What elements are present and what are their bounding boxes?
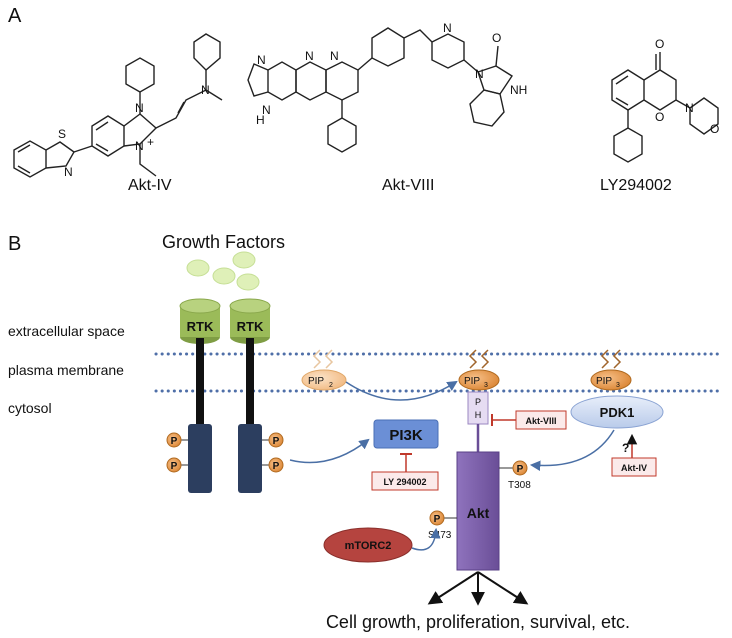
outcome-label: Cell growth, proliferation, survival, et… (326, 612, 630, 632)
pip3-subscript: 3 (616, 382, 620, 389)
compound-name-akt-iv: Akt-IV (128, 177, 172, 194)
s473-phosphate (429, 510, 445, 526)
atom-n: N (64, 165, 73, 179)
ly-inhibitor-box (371, 471, 439, 491)
atom-charge: + (147, 135, 154, 149)
region-membrane: plasma membrane (8, 362, 124, 378)
pdk1-ellipse (570, 395, 664, 429)
mtorc2-ellipse (323, 527, 413, 563)
growth-factor-ligand (212, 267, 236, 285)
phospho-label: P (171, 461, 178, 472)
pip3-subscript: 3 (484, 382, 488, 389)
phospho-label: P (434, 514, 441, 525)
growth-factor-ligand (232, 251, 256, 269)
atom-n: N (475, 67, 484, 81)
pip3-label: PIP (464, 376, 480, 387)
atom-n: N (443, 21, 452, 35)
t308-label: T308 (508, 480, 531, 491)
pip3-lipid (590, 349, 632, 391)
akt-viii-inhibitor-label: Akt-VIII (525, 416, 556, 426)
pip3-label: PIP (596, 376, 612, 387)
region-cytosol: cytosol (8, 400, 52, 416)
atom-h: H (256, 113, 265, 127)
ph-domain-letter: H (475, 410, 482, 420)
growth-factor-ligand (236, 273, 260, 291)
pip2-lipid (301, 349, 347, 391)
atom-s: S (58, 127, 66, 141)
output-arrow (427, 571, 479, 605)
output-arrow (477, 571, 529, 605)
panel-a-label: A (8, 5, 22, 27)
phospho-label: P (517, 464, 524, 475)
mtorc2-label: mTORC2 (345, 540, 392, 552)
atom-o: O (655, 37, 664, 51)
phospho-label: P (273, 436, 280, 447)
panel-b-label: B (8, 233, 21, 255)
akt-iv-inhibitor-box (611, 457, 657, 477)
rtk-label: RTK (237, 319, 264, 334)
t308-phosphate (512, 460, 528, 476)
s473-label: S473 (428, 530, 452, 541)
atom-o: O (655, 110, 664, 124)
pi3k-box (373, 419, 439, 449)
mtorc2-to-akt-arrow (411, 527, 441, 551)
akt-viii-inhibitor-box (515, 410, 567, 430)
rtk-receptor (229, 298, 271, 493)
atom-n: N (135, 101, 144, 115)
region-extracellular: extracellular space (8, 323, 125, 339)
compound-name-akt-viii: Akt-VIII (382, 177, 434, 194)
rtk-receptor (179, 298, 221, 493)
phospho-label: P (171, 436, 178, 447)
akt-iv-structure (13, 33, 223, 178)
growth-factor-ligand (186, 259, 210, 277)
atom-n: N (685, 101, 694, 115)
atom-n: N (135, 139, 144, 153)
rtk-label: RTK (187, 319, 214, 334)
pdk1-to-akt-arrow (529, 429, 615, 471)
rtk-to-pi3k-arrow (289, 438, 370, 464)
atom-n: N (262, 103, 271, 117)
pi3k-label: PI3K (389, 427, 423, 444)
atom-o: O (710, 122, 719, 136)
compound-name-ly294002: LY294002 (600, 177, 672, 194)
atom-n: N (201, 83, 210, 97)
pdk1-label: PDK1 (600, 405, 635, 420)
atom-o: O (492, 31, 501, 45)
akt-viii-structure (247, 27, 513, 153)
atom-n: N (257, 53, 266, 67)
akt-box (456, 451, 500, 571)
pip2-subscript: 2 (329, 382, 333, 389)
growth-factor-ligands (186, 251, 260, 291)
phospho-label: P (273, 461, 280, 472)
pip3-lipid (458, 349, 500, 391)
diagram-title: Growth Factors (162, 232, 285, 252)
atom-nh: NH (510, 83, 527, 97)
akt-iv-inhibitor-label: Akt-IV (621, 463, 647, 473)
rtk-phosphates (166, 432, 284, 473)
akt-label: Akt (467, 505, 490, 521)
pip2-to-pip3-arrow (345, 380, 458, 401)
akt-iv-question: ? (622, 441, 629, 455)
atom-n: N (330, 49, 339, 63)
pip2-label: PIP (308, 376, 324, 387)
atom-n: N (305, 49, 314, 63)
ph-domain-letter: P (475, 397, 481, 407)
ly294002-structure (611, 52, 719, 163)
ly-inhibitor-label: LY 294002 (383, 477, 426, 487)
